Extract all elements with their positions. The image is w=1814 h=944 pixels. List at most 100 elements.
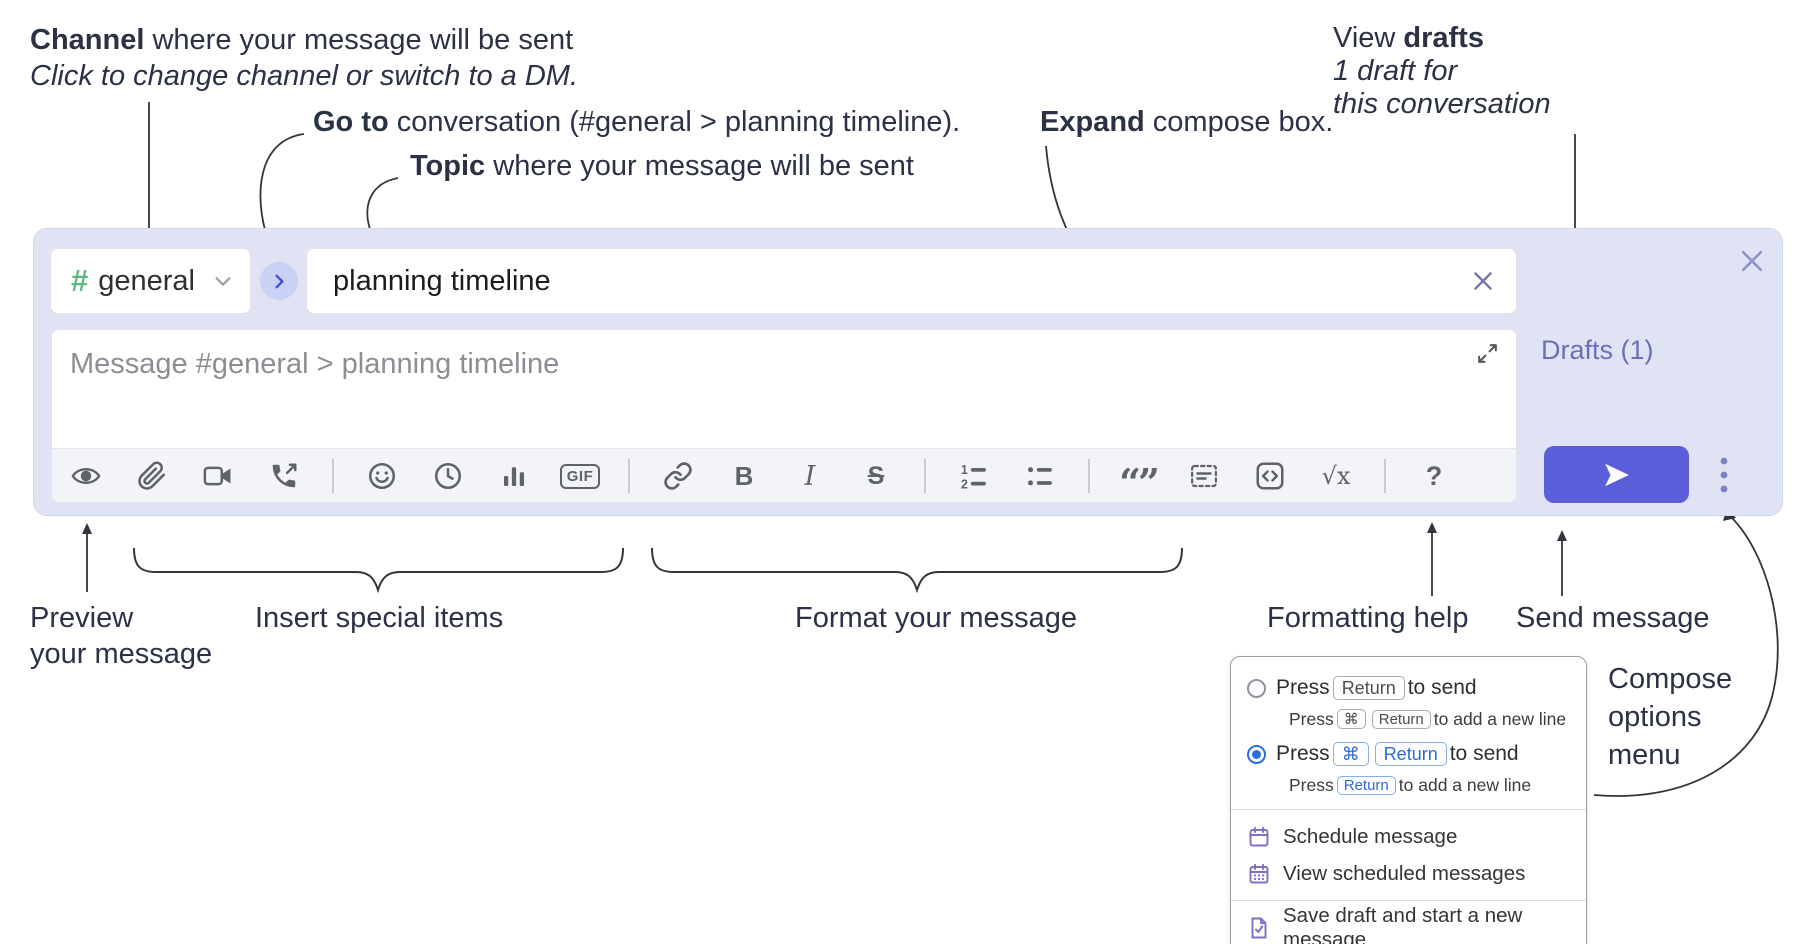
toolbar-separator <box>332 459 334 493</box>
expand-diagonal-icon <box>1477 343 1497 363</box>
toolbar-separator <box>1384 459 1386 493</box>
add-emoji-button[interactable] <box>364 456 400 496</box>
code-button[interactable] <box>1252 456 1288 496</box>
toolbar-separator <box>628 459 630 493</box>
spoiler-button[interactable] <box>1186 456 1222 496</box>
drafts-annotation-line1: View drafts <box>1333 22 1484 54</box>
close-icon <box>1742 251 1762 271</box>
start-video-call-button[interactable] <box>200 456 236 496</box>
toolbar-separator <box>1088 459 1090 493</box>
format-brace <box>651 547 1183 594</box>
calendar-grid-icon <box>1249 863 1269 883</box>
drafts-annotation-line2: 1 draft for <box>1333 55 1458 87</box>
attach-file-button[interactable] <box>134 456 170 496</box>
save-draft-new-message-item[interactable]: Save draft and start a new message <box>1231 904 1586 944</box>
key-chip: ⌘ <box>1336 709 1366 729</box>
code-icon <box>1256 462 1284 490</box>
channel-hash-icon: # <box>71 263 89 298</box>
message-placeholder: Message #general > planning timeline <box>70 348 560 380</box>
channel-name: general <box>98 264 195 297</box>
bold-icon: B <box>734 460 754 491</box>
drafts-link[interactable]: Drafts (1) <box>1541 335 1654 365</box>
expand-compose-button[interactable] <box>1472 338 1502 368</box>
radio-icon[interactable] <box>1247 678 1266 698</box>
paperclip-icon <box>138 461 166 490</box>
channel-selector[interactable]: # general <box>50 248 251 314</box>
smiley-icon <box>369 463 395 489</box>
link-icon <box>664 462 692 490</box>
send-pointer-arrowhead <box>1557 530 1567 541</box>
goto-annotation: Go to conversation (#general > planning … <box>313 106 961 138</box>
bold-button[interactable]: B <box>726 456 762 496</box>
message-textarea[interactable]: Message #general > planning timeline <box>52 330 1516 448</box>
view-scheduled-messages-item[interactable]: View scheduled messages <box>1231 855 1586 892</box>
close-icon <box>1474 272 1492 290</box>
toolbar-separator <box>924 459 926 493</box>
kebab-dots-icon <box>1720 457 1728 493</box>
preview-label: Preview your message <box>30 600 212 672</box>
clock-icon <box>435 463 461 489</box>
help-icon: ? <box>1425 460 1443 491</box>
calendar-icon <box>1249 826 1269 846</box>
quote-button[interactable]: “” <box>1119 456 1160 503</box>
add-poll-button[interactable] <box>496 456 532 496</box>
channel-annotation: Channel where your message will be sent … <box>30 22 578 94</box>
compose-options-menu-label: Compose options menu <box>1608 660 1732 774</box>
formatting-help-button[interactable]: ? <box>1416 456 1452 496</box>
paper-plane-icon <box>1604 463 1629 486</box>
key-chip: Return <box>1332 676 1405 700</box>
preview-button[interactable] <box>68 456 104 496</box>
key-chip: Return <box>1374 742 1447 766</box>
add-global-time-button[interactable] <box>430 456 466 496</box>
topic-clear-button[interactable] <box>1470 268 1496 294</box>
key-chip: Return <box>1371 709 1431 729</box>
radio-selected-icon[interactable] <box>1247 744 1266 764</box>
channel-annotation-line1: Channel where your message will be sent <box>30 24 574 56</box>
bulleted-list-button[interactable] <box>1022 456 1058 496</box>
strikethrough-icon: S <box>867 461 885 490</box>
compose-close-button[interactable] <box>1736 245 1768 277</box>
insert-label: Insert special items <box>255 602 504 634</box>
italic-button[interactable]: I <box>792 456 828 496</box>
drafts-annotation: View drafts 1 draft for this conversatio… <box>1333 22 1551 121</box>
strikethrough-button[interactable]: S <box>858 456 894 496</box>
math-button[interactable]: √x <box>1318 456 1354 496</box>
compose-options-label-line2: options <box>1608 701 1702 733</box>
goto-pointer-curve <box>259 133 305 241</box>
insert-link-button[interactable] <box>660 456 696 496</box>
gif-icon: GIF <box>559 463 601 489</box>
svg-text:2: 2 <box>961 478 968 492</box>
menu-item-label: View scheduled messages <box>1283 861 1526 885</box>
insert-brace <box>133 547 624 594</box>
go-to-conversation-button[interactable] <box>260 262 298 300</box>
formatting-help-label: Formatting help <box>1267 602 1469 634</box>
channel-annotation-line2: Click to change channel or switch to a D… <box>30 60 579 92</box>
spoiler-icon <box>1191 464 1217 488</box>
start-audio-call-button[interactable] <box>266 456 302 496</box>
add-gif-button[interactable]: GIF <box>559 456 601 496</box>
send-message-label: Send message <box>1516 602 1710 634</box>
key-chip: Return <box>1336 775 1396 795</box>
svg-text:1: 1 <box>961 463 968 477</box>
compose-options-menu-button[interactable] <box>1707 447 1741 503</box>
compose-options-label-line1: Compose <box>1608 663 1733 695</box>
topic-input[interactable]: planning timeline <box>306 248 1517 314</box>
quote-icon: “” <box>1119 460 1160 503</box>
send-button[interactable] <box>1544 446 1689 503</box>
phone-call-icon <box>272 463 297 488</box>
compose-box: # general planning timeline Message #gen… <box>33 228 1783 516</box>
key-chip: ⌘ <box>1332 742 1369 766</box>
menu-item-label: Save draft and start a new message <box>1283 903 1523 944</box>
schedule-message-item[interactable]: Schedule message <box>1231 818 1586 855</box>
preview-label-line2: your message <box>30 638 213 670</box>
popup-divider <box>1231 809 1586 810</box>
